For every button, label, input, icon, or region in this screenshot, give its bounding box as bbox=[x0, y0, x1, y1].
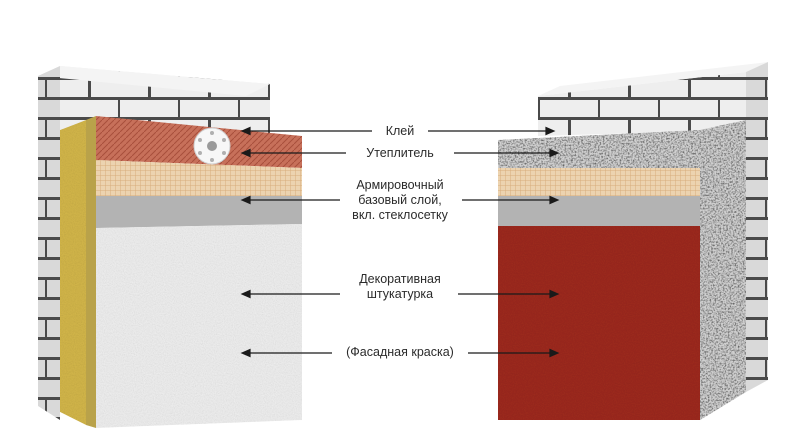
label-insulation-text: Утеплитель bbox=[366, 146, 434, 160]
left-insulation-side bbox=[86, 116, 96, 428]
right-brick-top-front bbox=[538, 72, 746, 136]
right-brick-top bbox=[538, 62, 768, 96]
callout-arrows bbox=[240, 126, 560, 358]
label-decorative-line2: штукатурка bbox=[366, 287, 434, 301]
arrow-insulation-left bbox=[240, 148, 346, 158]
arrow-reinforced-left bbox=[240, 195, 340, 205]
right-eps-texture bbox=[498, 130, 700, 168]
anchor-dowel-icon bbox=[193, 127, 231, 165]
right-mesh bbox=[498, 168, 700, 196]
label-reinforced-line1: Армировочный bbox=[356, 178, 444, 192]
right-eps-side-texture bbox=[700, 120, 746, 420]
left-base-coat bbox=[96, 196, 302, 228]
left-white-plaster bbox=[96, 224, 302, 428]
label-decorative-plaster: Декоративная штукатурка bbox=[330, 272, 470, 302]
label-facade-paint-text: (Фасадная краска) bbox=[346, 345, 454, 359]
arrow-decorative-right bbox=[458, 289, 560, 299]
right-wall-sample bbox=[498, 62, 768, 420]
label-reinforced-line3: вкл. стеклосетку bbox=[352, 208, 448, 222]
label-glue: Клей bbox=[360, 124, 440, 139]
label-reinforced-line2: базовый слой, bbox=[358, 193, 442, 207]
left-brick-top bbox=[38, 66, 270, 96]
label-decorative-line1: Декоративная bbox=[359, 272, 441, 286]
arrow-glue-left bbox=[240, 126, 372, 136]
left-mesh bbox=[96, 160, 302, 196]
arrow-reinforced-right bbox=[462, 195, 560, 205]
arrow-glue-right bbox=[428, 126, 556, 136]
left-mineral-wool bbox=[60, 120, 86, 425]
label-facade-paint: (Фасадная краска) bbox=[325, 345, 475, 360]
right-brick-side bbox=[746, 62, 768, 392]
left-brick-side bbox=[38, 66, 60, 420]
label-glue-text: Клей bbox=[385, 124, 415, 138]
arrow-insulation-right bbox=[454, 148, 560, 158]
left-wall-sample bbox=[38, 66, 302, 428]
arrow-facade-left bbox=[240, 348, 332, 358]
label-insulation: Утеплитель bbox=[330, 146, 470, 161]
right-base-coat bbox=[498, 196, 700, 226]
label-reinforced-layer: Армировочный базовый слой, вкл. стеклосе… bbox=[330, 178, 470, 223]
arrow-decorative-left bbox=[240, 289, 340, 299]
right-red-plaster bbox=[498, 226, 700, 420]
arrow-facade-right bbox=[468, 348, 560, 358]
